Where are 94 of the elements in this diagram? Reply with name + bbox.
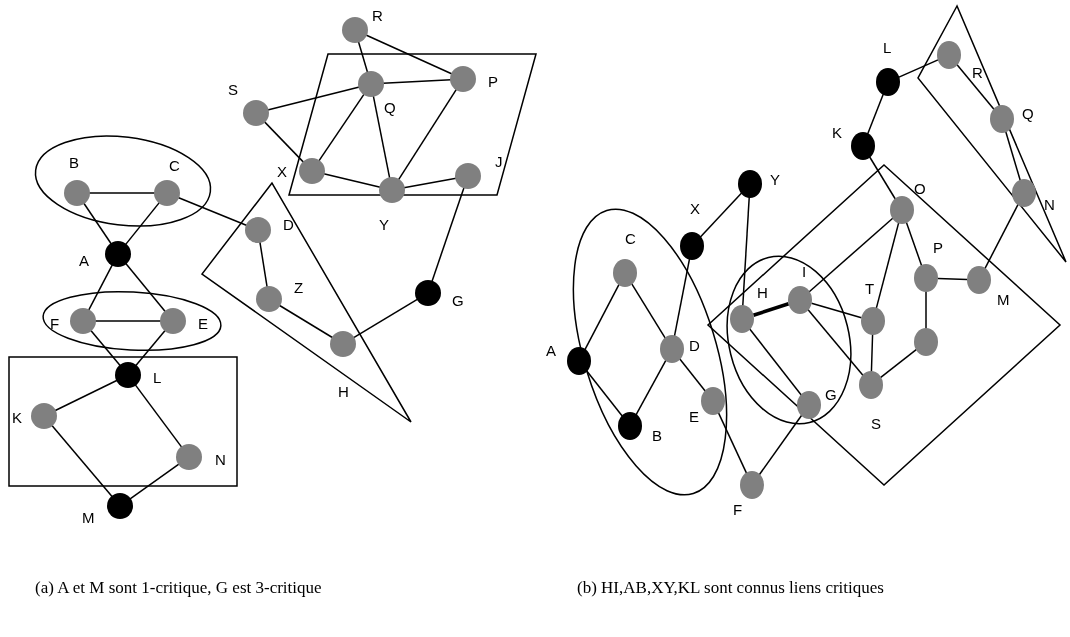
vertex-label: S xyxy=(871,416,881,431)
vertex-label: Y xyxy=(770,172,780,187)
vertex-label: A xyxy=(546,343,556,358)
vertex-label: P xyxy=(933,240,943,255)
vertex-label: O xyxy=(914,181,926,196)
graph-edge xyxy=(808,217,894,293)
vertex-label: C xyxy=(169,158,180,173)
vertex-label: Y xyxy=(379,217,389,232)
vertex-label: F xyxy=(733,502,743,517)
graph-edge xyxy=(585,369,624,418)
vertex-label: H xyxy=(338,384,349,399)
graph-edge xyxy=(678,357,707,393)
graph-edge xyxy=(129,463,180,500)
graph-edge xyxy=(925,289,927,331)
graph-edge xyxy=(673,257,691,338)
graph-edge xyxy=(266,86,361,111)
vertex-label: F xyxy=(50,316,60,331)
graph-edge xyxy=(352,298,419,339)
vertex-label: R xyxy=(372,8,383,23)
vertex-label: N xyxy=(215,452,226,467)
graph-edge xyxy=(699,192,743,238)
graph-edge xyxy=(382,78,452,85)
graph-edge xyxy=(263,120,305,164)
vertex-label: R xyxy=(972,65,983,80)
graph-edge xyxy=(89,329,122,367)
graph-edge xyxy=(134,329,167,367)
graph-edge xyxy=(806,308,865,377)
graph-edge xyxy=(94,320,162,322)
graph-edge xyxy=(54,379,118,412)
vertex-label: M xyxy=(82,510,95,525)
graph-edge xyxy=(635,358,667,417)
vertex-label: T xyxy=(865,281,875,296)
graph-edge xyxy=(868,155,897,201)
vertex-label: D xyxy=(689,338,700,353)
graph-edge xyxy=(87,263,114,312)
vertex-label: A xyxy=(79,253,89,268)
graph-edge xyxy=(51,424,113,498)
graph-edge xyxy=(124,262,167,313)
vertex-label: B xyxy=(69,155,79,170)
vertex-label: L xyxy=(883,40,892,55)
graph-edge xyxy=(322,173,382,188)
vertex-label: N xyxy=(1044,197,1055,212)
vertex-label: B xyxy=(652,428,662,443)
graph-edge xyxy=(403,177,457,189)
graph-edge xyxy=(752,302,790,317)
vertex-label: C xyxy=(625,231,636,246)
graph-edge xyxy=(717,411,748,475)
graph-edge xyxy=(88,192,156,194)
graph-edge xyxy=(905,220,923,268)
vertex-label: X xyxy=(277,164,287,179)
graph-edge xyxy=(630,282,667,340)
graph-edge xyxy=(898,59,939,78)
graph-edge xyxy=(82,202,113,245)
vertex-label: E xyxy=(198,316,208,331)
graph-edge xyxy=(810,302,863,319)
vertex-label: M xyxy=(997,292,1010,307)
vertex-label: J xyxy=(495,154,503,169)
graph-edge xyxy=(879,348,918,379)
vertex-label: Q xyxy=(1022,106,1034,121)
vertex-label: Z xyxy=(294,280,304,295)
graph-edge xyxy=(870,332,874,374)
graph-edge xyxy=(748,327,803,397)
graph-vertex xyxy=(914,328,938,356)
graph-edge xyxy=(431,186,465,283)
graph-edge xyxy=(357,40,369,74)
graph-edge xyxy=(124,201,161,246)
vertex-label: K xyxy=(12,410,22,425)
graph-edge xyxy=(365,34,453,75)
graph-edge xyxy=(134,383,183,449)
graph-edge xyxy=(955,63,996,111)
vertex-label: P xyxy=(488,74,498,89)
graph-edge xyxy=(397,88,458,181)
graph-edge xyxy=(278,304,334,339)
vertex-label: E xyxy=(689,409,699,424)
graph-edge xyxy=(866,92,885,136)
vertex-label: L xyxy=(153,370,162,385)
figure-caption: (a) A et M sont 1-critique, G est 3-critique xyxy=(35,577,323,599)
vertex-label: G xyxy=(452,293,464,308)
graph-edge xyxy=(937,277,968,281)
vertex-label: G xyxy=(825,387,837,402)
vertex-label: Q xyxy=(384,100,396,115)
graph-edge xyxy=(741,195,751,308)
graph-edge xyxy=(177,196,248,227)
vertex-label: K xyxy=(832,125,842,140)
graph-edge xyxy=(758,414,803,476)
graph-edge xyxy=(259,241,268,288)
vertex-label: H xyxy=(757,285,768,300)
figure-caption: (b) HI,AB,XY,KL sont connus liens critiques xyxy=(577,577,885,599)
vertex-label: I xyxy=(802,264,807,279)
vertex-label: S xyxy=(228,82,238,97)
graph-edge xyxy=(372,95,391,179)
vertex-label: X xyxy=(690,201,700,216)
vertex-label: D xyxy=(283,217,294,232)
graph-edge xyxy=(318,93,365,162)
